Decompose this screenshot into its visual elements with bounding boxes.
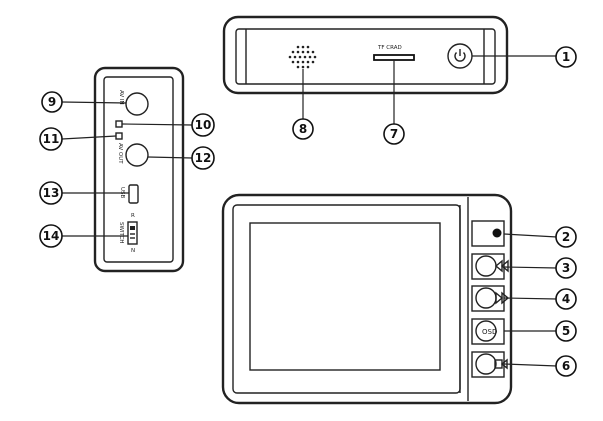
- forward-button-circle: [475, 287, 497, 309]
- callout-2-number: 2: [562, 230, 570, 244]
- callout-4: 4: [555, 288, 577, 310]
- status-led-top: [115, 120, 123, 128]
- leader-line-12: [147, 156, 193, 159]
- osd-label: OSD: [482, 328, 497, 336]
- power-icon: [454, 49, 466, 62]
- front-view-outer-shell: [221, 193, 513, 405]
- callout-8-number: 8: [299, 122, 307, 136]
- status-led-bottom: [115, 132, 123, 140]
- leader-line-3: [503, 266, 558, 269]
- callout-9-number: 9: [48, 95, 56, 109]
- av-out-jack[interactable]: [125, 143, 149, 167]
- callout-13-number: 13: [43, 186, 60, 200]
- callout-6: 6: [555, 355, 577, 377]
- callout-7-number: 7: [390, 127, 398, 141]
- switch-label: SWITCH: [118, 222, 124, 244]
- side-view-outer-shell: [93, 66, 185, 273]
- leader-line-6: [503, 363, 558, 367]
- top-view: TF CRAD: [222, 15, 509, 95]
- rewind-icon: [494, 259, 509, 273]
- lcd-screen: [249, 222, 441, 371]
- callout-10-number: 10: [195, 118, 212, 132]
- callout-4-number: 4: [562, 292, 570, 306]
- mode-switch-knob[interactable]: [130, 226, 135, 230]
- switch-position-top-label: R: [131, 213, 135, 219]
- forward-icon: [495, 291, 510, 305]
- tf-card-label: TF CRAD: [377, 45, 402, 51]
- front-view: OSD: [221, 193, 513, 405]
- leader-line-10: [121, 123, 193, 126]
- record-icon: [492, 228, 502, 238]
- top-view-outer-shell: [222, 15, 509, 95]
- av-in-label: AV IN: [118, 90, 124, 105]
- leader-line-4: [503, 297, 558, 300]
- leader-lines: [61, 55, 558, 367]
- speaker-grille: [288, 45, 317, 69]
- callout-5: 5: [555, 320, 577, 342]
- callout-14: 14: [39, 224, 63, 248]
- rewind-button-circle: [475, 255, 497, 277]
- osd-button-circle: [475, 320, 497, 342]
- callout-10: 10: [191, 113, 215, 137]
- callout-6-number: 6: [562, 359, 570, 373]
- callout-3: 3: [555, 257, 577, 279]
- callout-12-number: 12: [195, 151, 212, 165]
- callout-13: 13: [39, 181, 63, 205]
- top-view-inner-panel: [235, 28, 496, 85]
- mode-switch[interactable]: [127, 221, 138, 245]
- tf-card-slot[interactable]: [373, 54, 415, 61]
- camera-button-circle: [475, 353, 497, 375]
- callout-1-number: 1: [562, 50, 570, 64]
- switch-position-bottom-label: N: [131, 248, 135, 254]
- callout-1: 1: [555, 46, 577, 68]
- callout-9: 9: [41, 91, 63, 113]
- av-out-label: AV OUT: [117, 143, 123, 164]
- callout-8: 8: [292, 118, 314, 140]
- callout-11: 11: [39, 127, 63, 151]
- callout-14-number: 14: [43, 229, 60, 243]
- callout-3-number: 3: [562, 261, 570, 275]
- callout-7: 7: [383, 123, 405, 145]
- callout-12: 12: [191, 146, 215, 170]
- callout-11-number: 11: [43, 132, 60, 146]
- leader-line-2: [503, 233, 558, 238]
- rewind-button[interactable]: [471, 253, 505, 280]
- side-view-inner-panel: [103, 76, 174, 263]
- leader-line-11: [61, 135, 117, 140]
- front-view-bezel: [232, 204, 461, 394]
- av-in-jack[interactable]: [125, 92, 149, 116]
- callout-2: 2: [555, 226, 577, 248]
- callout-5-number: 5: [562, 324, 570, 338]
- leader-line-9: [61, 101, 127, 104]
- side-view: AV IN AV OUT USB SWITCH R N: [93, 66, 185, 273]
- record-button[interactable]: [471, 220, 505, 247]
- usb-port[interactable]: [128, 184, 139, 204]
